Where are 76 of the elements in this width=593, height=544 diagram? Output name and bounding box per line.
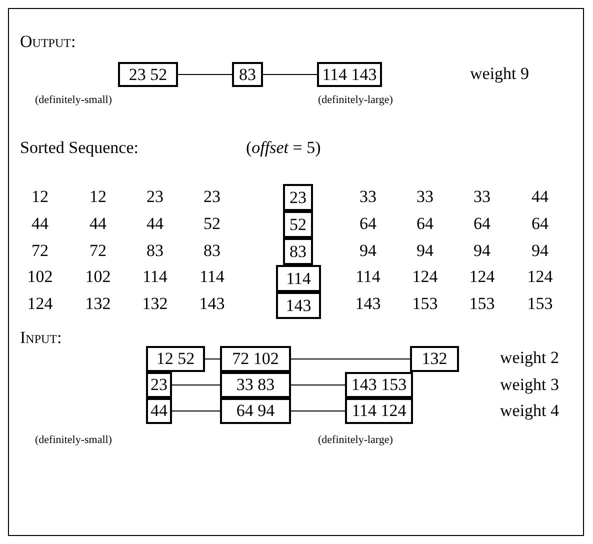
section-heading: Input:: [20, 328, 62, 348]
annotation: (definitely-large): [318, 434, 393, 446]
value-box: 23: [283, 184, 313, 211]
sequence-value: 102: [85, 267, 111, 287]
connector-line: [178, 74, 232, 75]
connector-line: [262, 74, 318, 75]
weight-label: weight 2: [500, 348, 560, 368]
annotation: (definitely-small): [35, 434, 112, 446]
section-heading: Output:: [20, 32, 76, 52]
sequence-value: 124: [412, 267, 438, 287]
sequence-value: 102: [27, 267, 53, 287]
value-box: 114 143: [317, 62, 382, 87]
value-box: 114: [276, 265, 321, 292]
sequence-value: 114: [142, 267, 168, 287]
sequence-value: 72: [90, 241, 106, 261]
connector-line: [204, 358, 220, 360]
sequence-value: 44: [32, 214, 48, 234]
sequence-value: 12: [32, 187, 48, 207]
sequence-value: 124: [27, 294, 53, 314]
sequence-value: 94: [360, 241, 376, 261]
sequence-value: 52: [204, 214, 220, 234]
sequence-value: 132: [142, 294, 168, 314]
value-box: 64 94: [220, 398, 291, 424]
sequence-value: 64: [416, 214, 434, 234]
sequence-value: 114: [356, 267, 380, 287]
sequence-value: 83: [146, 241, 164, 261]
sequence-value: 64: [532, 214, 548, 234]
annotation: (definitely-small): [35, 94, 112, 106]
sequence-value: 94: [416, 241, 434, 261]
sequence-value: 23: [204, 187, 220, 207]
sequence-value: 153: [527, 294, 553, 314]
sequence-value: 124: [469, 267, 495, 287]
weight-label: weight 4: [500, 401, 560, 421]
sequence-value: 72: [32, 241, 48, 261]
connector-line: [290, 384, 346, 386]
sequence-value: 132: [85, 294, 111, 314]
sequence-value: 124: [527, 267, 553, 287]
sequence-value: 23: [146, 187, 164, 207]
value-box: 72 102: [220, 346, 291, 372]
offset-label: (offset = 5): [246, 138, 321, 158]
value-box: 33 83: [220, 372, 291, 398]
connector-line: [290, 410, 346, 412]
value-box: 52: [283, 211, 313, 238]
value-box: 12 52: [146, 346, 205, 372]
sequence-value: 44: [532, 187, 548, 207]
sequence-value: 33: [474, 187, 490, 207]
value-box: 143 153: [345, 372, 413, 398]
value-box: 114 124: [345, 398, 413, 424]
weight-label: weight 3: [500, 375, 560, 395]
sequence-value: 44: [146, 214, 164, 234]
sequence-value: 33: [416, 187, 434, 207]
section-heading: Sorted Sequence:: [20, 138, 138, 158]
sequence-value: 44: [90, 214, 106, 234]
sequence-value: 143: [199, 294, 225, 314]
sequence-value: 33: [360, 187, 376, 207]
connector-line: [172, 410, 220, 412]
value-box: 132: [410, 346, 459, 372]
value-box: 83: [232, 62, 263, 87]
sequence-value: 94: [532, 241, 548, 261]
sequence-value: 153: [469, 294, 495, 314]
sequence-value: 143: [355, 294, 381, 314]
connector-line: [290, 358, 410, 360]
value-box: 44: [146, 398, 172, 424]
sequence-value: 153: [412, 294, 438, 314]
value-box: 83: [283, 238, 313, 265]
value-box: 23 52: [118, 62, 178, 87]
sequence-value: 64: [360, 214, 376, 234]
weight-label: weight 9: [470, 64, 530, 84]
sequence-value: 12: [90, 187, 106, 207]
sequence-value: 83: [204, 241, 220, 261]
sequence-value: 94: [474, 241, 490, 261]
connector-line: [172, 384, 220, 386]
sequence-value: 64: [474, 214, 490, 234]
value-box: 143: [276, 292, 321, 319]
sequence-value: 114: [200, 267, 224, 287]
value-box: 23: [146, 372, 172, 398]
